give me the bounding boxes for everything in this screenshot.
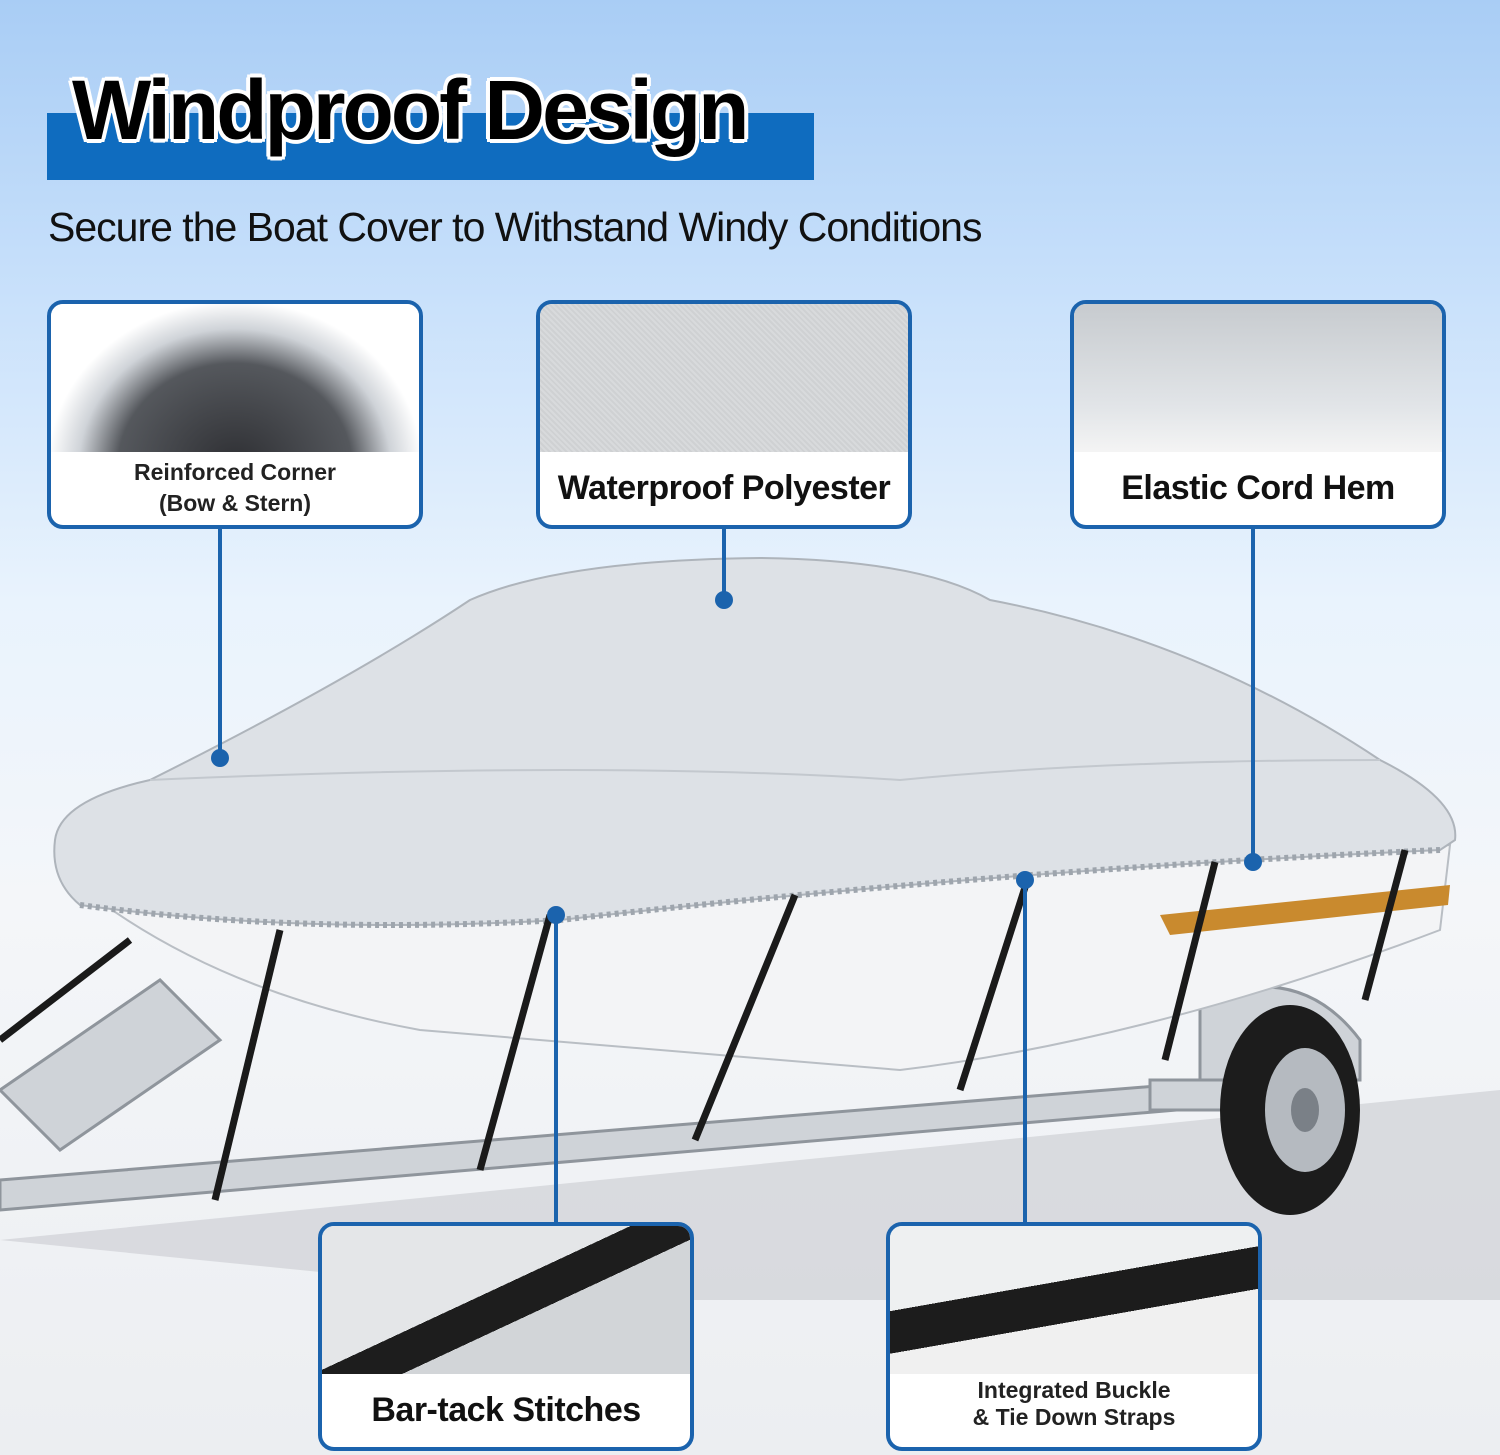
connector-line	[1023, 880, 1027, 1222]
feature-card-reinforced-corner: Reinforced Corner (Bow & Stern)	[47, 300, 423, 529]
feature-label: Reinforced Corner	[134, 459, 336, 485]
connector-dot	[715, 591, 733, 609]
connector-line	[554, 915, 558, 1222]
feature-label-sub: (Bow & Stern)	[158, 490, 312, 516]
page-subtitle: Secure the Boat Cover to Withstand Windy…	[48, 204, 982, 250]
feature-card-bar-tack: Bar-tack Stitches	[318, 1222, 694, 1451]
connector-dot	[547, 906, 565, 924]
buckle-strap-photo	[890, 1226, 1258, 1374]
connector-dot	[211, 749, 229, 767]
feature-card-buckle: Integrated Buckle & Tie Down Straps	[886, 1222, 1262, 1451]
page-title: Windproof Design	[72, 63, 749, 157]
feature-card-elastic-hem: Elastic Cord Hem	[1070, 300, 1446, 529]
connector-dot	[1244, 853, 1262, 871]
strap-stitch-photo	[322, 1226, 690, 1374]
feature-label: Waterproof Polyester	[557, 468, 891, 507]
feature-label: Elastic Cord Hem	[1121, 468, 1395, 507]
connector-line	[722, 528, 726, 600]
feature-card-waterproof: Waterproof Polyester	[536, 300, 912, 529]
hull-stripe	[1160, 885, 1450, 935]
water-droplets-fabric-photo	[540, 304, 908, 452]
connector-line	[1251, 528, 1255, 862]
elastic-corner-photo	[51, 304, 419, 452]
connector-dot	[1016, 871, 1034, 889]
feature-label: Bar-tack Stitches	[371, 1390, 641, 1429]
feature-label-sub: & Tie Down Straps	[972, 1404, 1176, 1430]
trailer-wheel	[1220, 1005, 1360, 1215]
title-band	[47, 113, 814, 180]
feature-label: Integrated Buckle	[977, 1377, 1171, 1403]
elastic-hem-photo	[1074, 304, 1442, 452]
tie-down-straps	[0, 849, 1409, 1201]
connector-line	[218, 528, 222, 758]
